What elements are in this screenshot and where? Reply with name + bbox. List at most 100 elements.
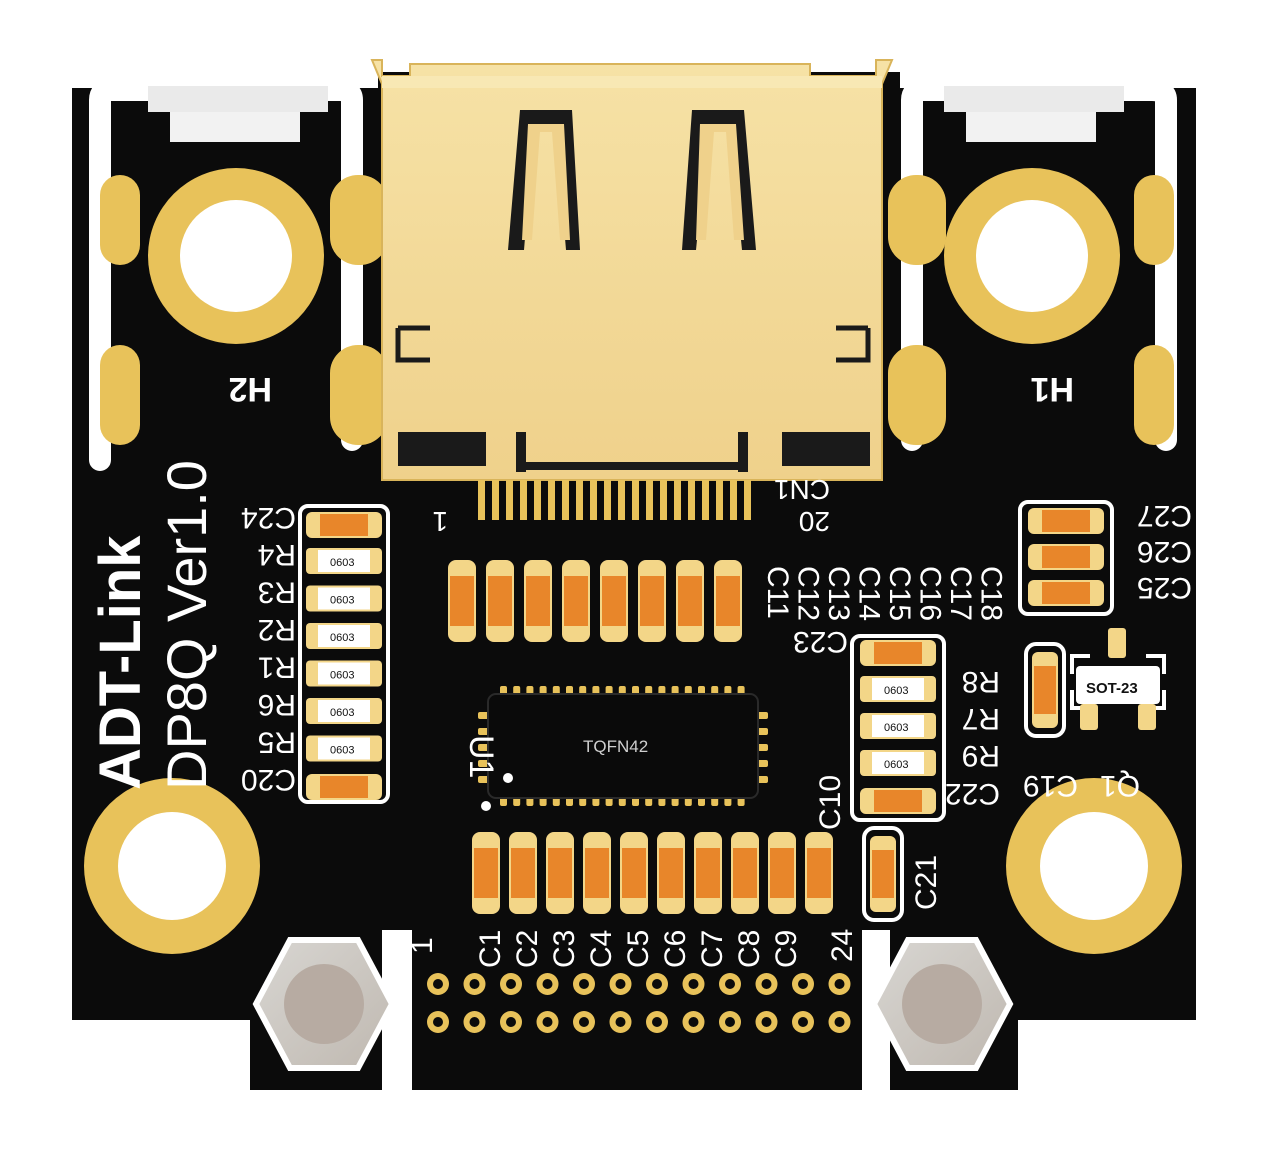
resistor-package-label: 0603 [330,707,354,719]
mounting-hole-bottom-left [84,778,260,954]
c24-label: C24 [241,501,296,534]
resistor-r9: 0603 [860,750,936,776]
cn1-pin [688,480,695,520]
label-c3: C3 [548,930,581,968]
label-r8: R8 [962,665,1000,698]
top-cap-row [448,560,742,642]
right-caps-outline [1018,500,1114,616]
resistor-r6: 0603 [306,698,382,724]
bottom-cap [694,832,722,914]
label-r7: R7 [962,702,1000,735]
q1-label: Q1 [1100,769,1140,802]
bottom-cap [546,832,574,914]
resistor-package-label: 0603 [884,759,908,771]
top-cap [638,560,666,642]
cn1-pin [660,480,667,520]
cap-c26 [1028,544,1104,570]
bottom-cap [731,832,759,914]
cn1-ref-label: CN1 [774,474,830,505]
label-c18: C18 [975,566,1008,621]
c22-label: C22 [945,777,1000,810]
cap-c27 [1028,508,1104,534]
label-r5: R5 [258,726,296,759]
c19-outline [1024,642,1066,738]
mid-right-components: 0603 0603 0603 [860,640,936,814]
connector-side-pads [100,175,1174,445]
label-c12: C12 [792,566,825,621]
right-top-caps [1028,508,1104,606]
connector-cn1 [370,59,894,481]
chip-package-label: TQFN42 [583,737,648,756]
resistor-package-label: 0603 [884,722,908,734]
label-c6: C6 [659,930,692,968]
label-c15: C15 [883,566,916,621]
label-c27: C27 [1137,499,1192,532]
bottom-cap [472,832,500,914]
bottom-cap [620,832,648,914]
resistor-package-label: 0603 [330,670,354,682]
label-c17: C17 [944,566,977,621]
brand-label: ADT-Link [88,535,153,790]
mounting-hole-bottom-right [1006,778,1182,954]
cn1-pin [604,480,611,520]
bottom-cap [509,832,537,914]
cn1-pin [730,480,737,520]
cap-c22 [860,788,936,814]
label-c5: C5 [622,930,655,968]
resistor-r4: 0603 [306,548,382,574]
header-pin-last-label: 24 [826,929,859,962]
c19-label: C19 [1023,769,1078,802]
resistor-package-label: 0603 [330,745,354,757]
bottom-cap [805,832,833,914]
model-label: DP8Q Ver1.0 [155,460,218,790]
cap-c21 [870,836,896,912]
label-r4: R4 [258,538,296,571]
cn1-pin [492,480,499,520]
bottom-cap [768,832,796,914]
cn1-pin-first-label: 1 [432,506,448,537]
left-column-outline [298,504,390,804]
resistor-r1: 0603 [306,660,382,687]
bottom-cap [583,832,611,914]
cn1-pin [506,480,513,520]
cap-c23 [860,640,936,666]
label-c9: C9 [770,930,803,968]
cn1-pin [576,480,583,520]
resistor-package-label: 0603 [884,685,908,697]
top-cap [448,560,476,642]
top-cap [486,560,514,642]
cn1-pin [478,480,485,520]
label-c16: C16 [914,566,947,621]
cn1-pin [520,480,527,520]
label-c2: C2 [511,930,544,968]
cn1-pin-last-label: 20 [799,506,830,537]
hex-bolt-left [252,937,396,1071]
resistor-r5: 0603 [306,735,382,762]
cap-c20 [306,774,382,800]
cn1-pin [534,480,541,520]
cap-c25 [1028,580,1104,606]
cn1-pin [632,480,639,520]
c10-label: C10 [814,775,847,830]
cn1-pin [590,480,597,520]
top-cap [676,560,704,642]
cn1-pin [562,480,569,520]
transistor-q1 [1070,628,1166,730]
hex-bolt-right [870,937,1014,1071]
cn1-pin [702,480,709,520]
label-r1: R1 [258,651,296,684]
resistor-r7: 0603 [860,713,936,739]
cn1-pin [744,480,751,520]
cn1-pin [548,480,555,520]
label-c4: C4 [585,930,618,968]
c20-label: C20 [241,763,296,796]
resistor-package-label: 0603 [330,632,354,644]
top-cap [524,560,552,642]
chip-ref-label: U1 [462,735,500,778]
connector-pins [478,480,751,520]
cap-c24 [306,512,382,538]
label-r2: R2 [258,613,296,646]
resistor-r8: 0603 [860,676,936,702]
label-c1: C1 [474,930,507,968]
